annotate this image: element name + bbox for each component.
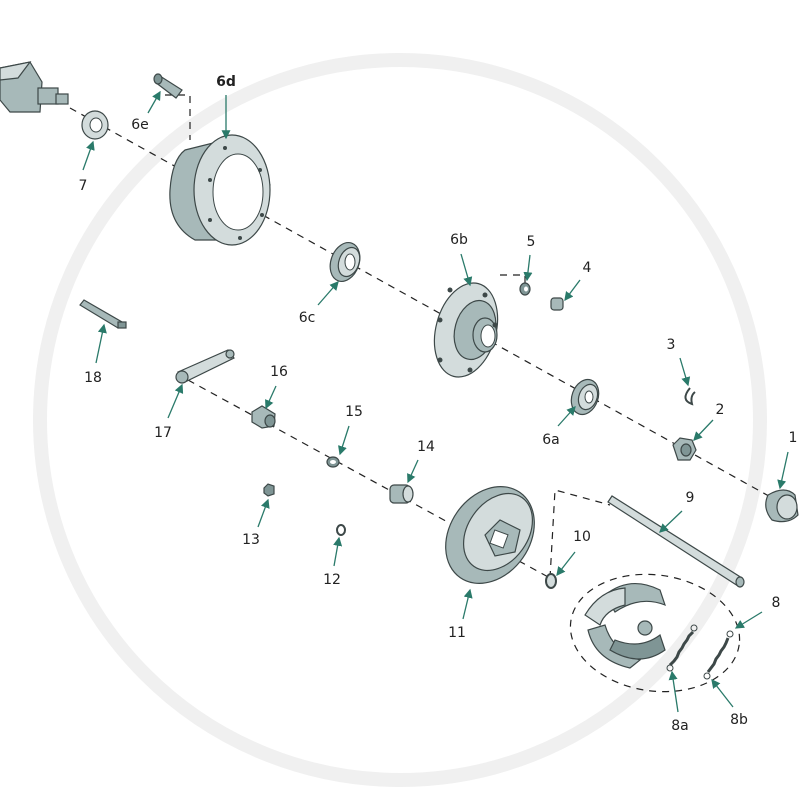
- label-12: 12: [323, 572, 341, 588]
- label-6c: 6c: [298, 310, 316, 326]
- label-14: 14: [417, 439, 435, 455]
- part-2-castle-nut: [672, 437, 697, 461]
- part-7-washer: [81, 110, 109, 140]
- label-6b: 6b: [450, 232, 468, 248]
- part-15-washer: [326, 456, 340, 468]
- part-6a-bearing: [570, 378, 600, 416]
- label-17: 17: [154, 425, 172, 441]
- part-14-sleeve: [389, 484, 414, 504]
- label-7: 7: [78, 178, 88, 194]
- part-11-backing-plate: [445, 486, 535, 584]
- label-6e: 6e: [131, 117, 149, 133]
- label-15: 15: [345, 404, 363, 420]
- part-13-nut: [263, 483, 275, 497]
- label-18: 18: [84, 370, 102, 386]
- part-6e-stud: [153, 73, 183, 99]
- label-10: 10: [573, 529, 591, 545]
- part-5-nut: [519, 282, 531, 296]
- label-13: 13: [242, 532, 260, 548]
- label-2: 2: [715, 402, 725, 418]
- part-6c-bearing: [329, 242, 361, 282]
- label-11: 11: [448, 625, 466, 641]
- label-1: 1: [788, 430, 798, 446]
- label-16: 16: [270, 364, 288, 380]
- part-12-washer: [336, 524, 346, 536]
- label-9: 9: [685, 490, 695, 506]
- label-6a: 6a: [542, 432, 560, 448]
- part-4-bushing: [550, 297, 564, 311]
- part-9-axle: [607, 495, 745, 588]
- part-17-brake-lever: [175, 349, 235, 384]
- label-4: 4: [582, 260, 592, 276]
- part-8-brake-shoes: [584, 583, 666, 669]
- label-3: 3: [666, 337, 676, 353]
- label-6d: 6d: [216, 74, 236, 90]
- background-watermark: [33, 53, 767, 787]
- part-8b-spring: [703, 630, 734, 680]
- part-18-pin: [79, 299, 127, 329]
- part-10-ring: [545, 573, 557, 589]
- label-8a: 8a: [671, 718, 689, 734]
- axle-shaft-end: [0, 61, 69, 113]
- label-5: 5: [526, 234, 536, 250]
- part-6d-brake-drum: [169, 134, 271, 246]
- label-8: 8: [771, 595, 781, 611]
- part-1-hub-cap: [765, 489, 799, 523]
- label-8b: 8b: [730, 712, 748, 728]
- part-16-cam-bushing: [251, 405, 276, 429]
- part-6b-wheel-hub: [433, 282, 499, 378]
- part-3-clip: [684, 387, 696, 406]
- leader-arrows: [82, 90, 789, 713]
